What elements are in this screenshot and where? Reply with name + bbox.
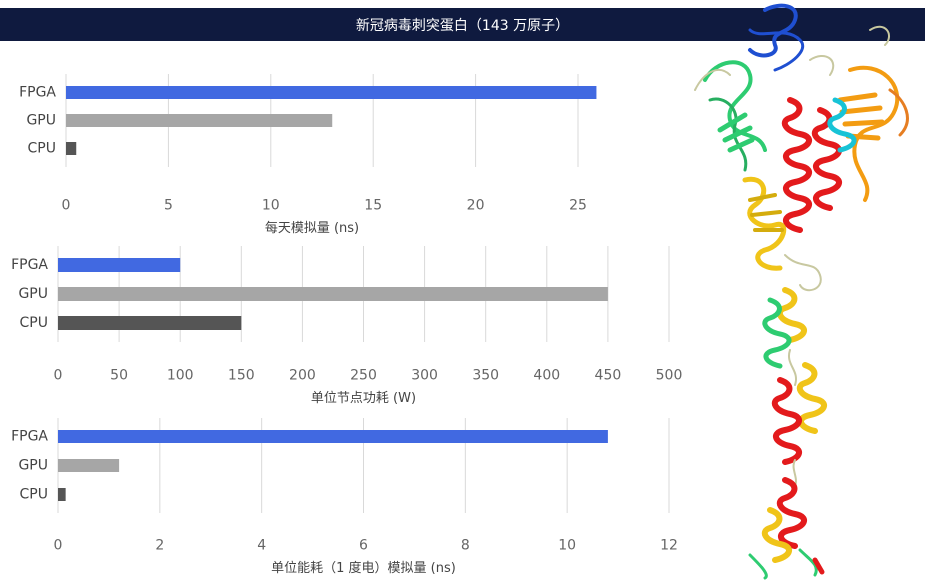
x-tick-label: 150 [228,368,255,384]
x-tick-label: 200 [289,368,316,384]
x-tick-label: 400 [533,368,560,384]
x-tick-label: 5 [164,198,173,214]
x-tick-label: 15 [364,198,382,214]
category-label: GPU [18,458,48,474]
category-label: CPU [28,141,56,157]
bar-fpga [66,86,597,99]
title-bar: 新冠病毒刺突蛋白（143 万原子） [0,8,925,41]
category-label: FPGA [11,429,48,445]
bar-gpu [58,459,120,472]
x-tick-label: 10 [262,198,280,214]
chart-panel-2: 0 50 100 150 200 250 300 350 400 450 500 FPGA GPU CPU… [11,246,682,406]
x-tick-label: 12 [660,538,678,554]
category-label: CPU [20,487,48,503]
bar-fpga [58,430,608,443]
bar-gpu [66,114,333,127]
category-label: GPU [26,113,56,129]
bar-cpu [66,142,77,155]
spike-protein-illustration [694,3,909,580]
x-tick-label: 250 [350,368,377,384]
chart-panel-3: 0 2 4 6 8 10 12 FPGA GPU CPU 单位能耗（1 度电）模拟量 (ns) [11,418,678,576]
x-tick-label: 0 [54,538,63,554]
x-tick-label: 2 [155,538,164,554]
bar-cpu [58,488,66,501]
category-label: FPGA [11,257,48,273]
x-tick-label: 10 [558,538,576,554]
x-axis-label: 单位能耗（1 度电）模拟量 (ns) [271,560,456,576]
category-label: FPGA [19,85,56,101]
x-tick-label: 450 [595,368,622,384]
x-tick-label: 500 [656,368,683,384]
x-tick-label: 20 [467,198,485,214]
x-tick-label: 50 [110,368,128,384]
x-tick-label: 350 [472,368,499,384]
bar-gpu [58,287,608,301]
x-tick-label: 25 [569,198,587,214]
bar-fpga [58,258,181,272]
x-tick-label: 6 [359,538,368,554]
x-tick-label: 300 [411,368,438,384]
x-axis-label: 单位节点功耗 (W) [311,391,416,406]
chart-panel-1: 0 5 10 15 20 25 FPGA GPU CPU 每天模拟量 (ns) [19,74,597,236]
x-tick-label: 4 [257,538,266,554]
x-tick-label: 100 [167,368,194,384]
x-tick-label: 0 [62,198,71,214]
category-label: GPU [18,286,48,302]
chart-title: 新冠病毒刺突蛋白（143 万原子） [355,17,570,34]
category-label: CPU [20,315,48,331]
x-tick-label: 0 [54,368,63,384]
bar-cpu [58,316,242,330]
x-axis-label: 每天模拟量 (ns) [265,220,359,236]
x-tick-label: 8 [461,538,470,554]
